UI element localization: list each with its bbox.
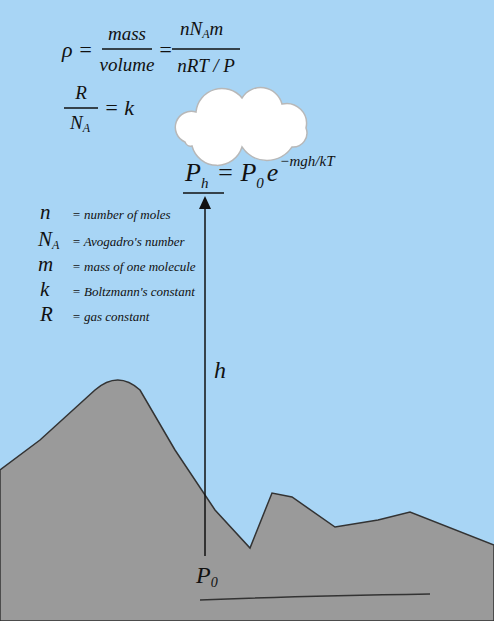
pressure-symbol: P (185, 159, 201, 188)
formula-text: nN (180, 19, 202, 40)
arrow-head (199, 196, 211, 209)
symbol: N (38, 228, 52, 251)
subscript: A (52, 239, 59, 252)
symbol: k (40, 278, 49, 301)
pressure-symbol: P (196, 562, 211, 588)
formula-text: nRT / P (177, 56, 235, 77)
fraction-bar (102, 48, 152, 49)
height-arrow (204, 206, 206, 556)
symbol-definition: = mass of one molecule (72, 260, 196, 274)
subscript: 0 (256, 175, 264, 192)
formula-text: N (70, 113, 83, 134)
symbol-definition: = Avogadro's number (72, 235, 185, 249)
formula-text: volume (100, 55, 155, 76)
symbol-definition: = number of moles (72, 208, 171, 222)
symbol-definition: = Boltzmann's constant (72, 285, 195, 299)
formula-text: ρ = (62, 38, 93, 62)
symbol: n (40, 201, 51, 224)
symbol: R (40, 303, 53, 326)
formula-text: = k (104, 96, 134, 120)
fraction-bar (172, 48, 240, 49)
formula-text: R (75, 83, 87, 104)
level-mark (183, 192, 224, 194)
formula-text: e (267, 159, 279, 188)
subscript: h (201, 175, 209, 192)
exponent: −mgh/kT (279, 153, 334, 170)
subscript: 0 (211, 575, 218, 590)
ground-line (200, 594, 430, 600)
height-label: h (214, 357, 226, 383)
formula-text: mass (108, 24, 146, 45)
subscript: A (202, 28, 209, 41)
symbol-definition: = gas constant (72, 310, 149, 324)
fraction-bar (64, 107, 98, 108)
formula-text: m (210, 19, 224, 40)
subscript: A (83, 122, 90, 135)
formula-text: = (158, 38, 173, 62)
mountains (0, 380, 494, 621)
formula-text: = P (216, 159, 256, 188)
symbol: m (38, 253, 53, 276)
